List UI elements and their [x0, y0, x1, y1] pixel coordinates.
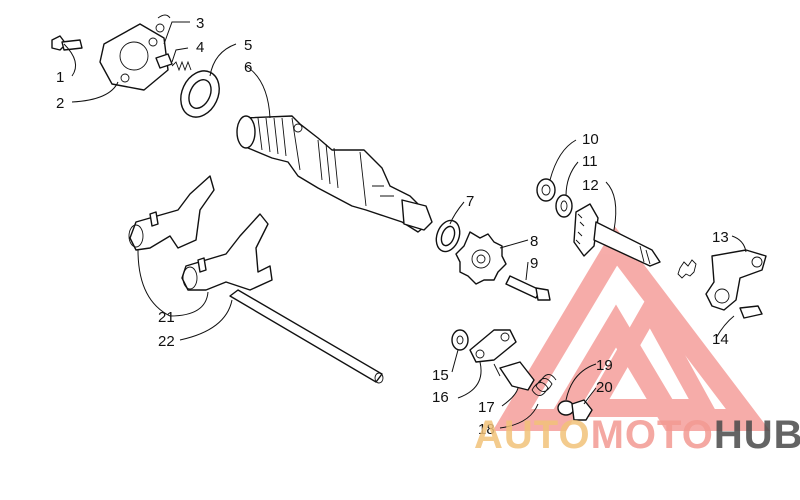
logo-triangle-inner [578, 291, 720, 417]
callout-6: 6 [244, 59, 252, 76]
watermark-logo [492, 226, 771, 431]
stopper-lever [469, 329, 517, 363]
callout-labels: 1 2 3 4 5 6 7 8 9 10 11 12 13 14 15 16 1… [56, 15, 729, 438]
callout-16: 16 [432, 389, 449, 406]
callout-2: 2 [56, 95, 64, 112]
watermark-moto: MOTO [591, 413, 714, 457]
callout-5: 5 [244, 37, 252, 54]
shift-drum [236, 115, 433, 233]
callout-9: 9 [530, 255, 538, 272]
callout-10: 10 [582, 131, 599, 148]
callout-3: 3 [196, 15, 204, 32]
detent-plunger [155, 53, 173, 69]
shift-fork-upper [128, 175, 215, 251]
callout-17: 17 [478, 399, 495, 416]
callout-18: 18 [478, 421, 495, 438]
callout-14: 14 [712, 331, 729, 348]
callout-1: 1 [56, 69, 64, 86]
selector-housing [99, 14, 171, 91]
callout-13: 13 [712, 229, 729, 246]
callout-21: 21 [158, 309, 175, 326]
shift-arm [705, 249, 767, 311]
callout-7: 7 [466, 193, 474, 210]
callout-15: 15 [432, 367, 449, 384]
leader-lines [63, 21, 747, 429]
washer-7 [435, 219, 461, 253]
callout-11: 11 [582, 153, 598, 170]
shift-shaft [573, 203, 661, 267]
callout-20: 20 [596, 379, 613, 396]
bolt-9 [505, 275, 551, 301]
fork-shaft [229, 289, 384, 384]
callout-4: 4 [196, 39, 204, 56]
watermark-auto: AUTO [474, 413, 591, 457]
shaft-washers [536, 178, 573, 218]
star-gear [455, 231, 507, 285]
shift-fork-lower [181, 213, 273, 291]
callout-22: 22 [158, 333, 175, 350]
callout-12: 12 [582, 177, 599, 194]
arm-bolt [739, 305, 763, 319]
stopper-pin [493, 361, 535, 391]
return-spring-gear [677, 259, 697, 279]
detent-spring [171, 60, 192, 72]
callout-19: 19 [596, 357, 613, 374]
watermark-text: AUTOMOTOHUB [474, 413, 800, 457]
stopper-spring [531, 374, 557, 396]
callout-8: 8 [530, 233, 538, 250]
washer-15 [451, 329, 469, 351]
thrust-washer [180, 70, 220, 118]
watermark-hub: HUB [714, 413, 800, 457]
nut-20 [571, 399, 593, 421]
logo-triangle-outer [492, 226, 771, 431]
